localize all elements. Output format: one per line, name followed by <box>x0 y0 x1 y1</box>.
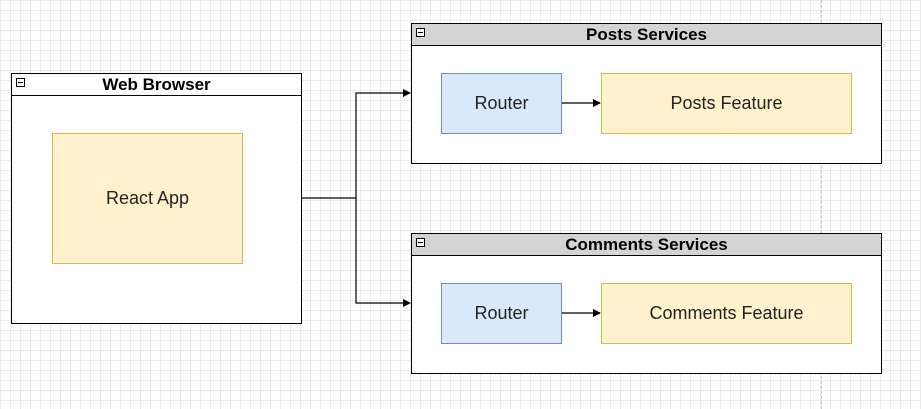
react-app-box[interactable]: React App <box>52 133 243 264</box>
collapse-icon[interactable] <box>16 78 25 87</box>
posts-feature-label: Posts Feature <box>670 93 783 113</box>
posts-feature-box[interactable]: Posts Feature <box>601 73 852 134</box>
comments-router-box[interactable]: Router <box>441 283 562 344</box>
web-browser-container[interactable]: Web Browser React App <box>11 73 302 324</box>
posts-services-title: Posts Services <box>586 25 707 44</box>
comments-feature-box[interactable]: Comments Feature <box>601 283 852 344</box>
comments-services-header: Comments Services <box>412 234 881 256</box>
web-browser-title: Web Browser <box>102 75 211 94</box>
page-guide-line <box>821 0 822 409</box>
posts-services-header: Posts Services <box>412 24 881 46</box>
posts-router-label: Router <box>474 93 529 113</box>
collapse-icon[interactable] <box>416 28 425 37</box>
comments-router-label: Router <box>474 303 529 323</box>
comments-services-container[interactable]: Comments Services Router Comments Featur… <box>411 233 882 374</box>
web-browser-header: Web Browser <box>12 74 301 96</box>
edge-browser-to-comments-services <box>355 198 411 307</box>
edge-browser-to-posts-services <box>302 89 411 199</box>
comments-services-title: Comments Services <box>565 235 728 254</box>
posts-router-box[interactable]: Router <box>441 73 562 134</box>
react-app-label: React App <box>105 188 190 208</box>
collapse-icon[interactable] <box>416 238 425 247</box>
comments-feature-label: Comments Feature <box>649 303 804 323</box>
posts-services-container[interactable]: Posts Services Router Posts Feature <box>411 23 882 164</box>
